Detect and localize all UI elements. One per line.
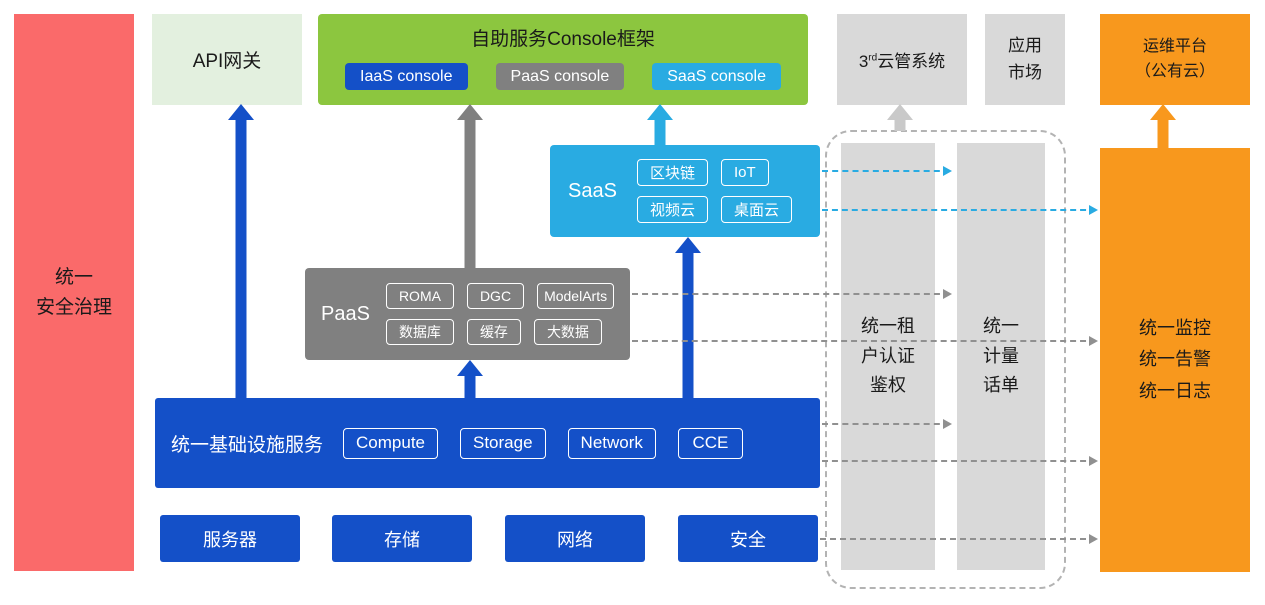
arrow-shaft: [464, 118, 476, 268]
connector-hardware-to-ops: [820, 534, 1098, 544]
arrow-head-icon: [887, 104, 913, 120]
third-party-cms-sup: rd: [868, 52, 878, 64]
arrow-saas-to-console: [647, 104, 673, 145]
paas-service-chip-modelarts: ModelArts: [537, 283, 615, 309]
security-governance-label: 统一 安全治理: [35, 267, 112, 318]
hardware-label-security: 安全: [730, 529, 766, 550]
arrow-ops-to-om-platform: [1150, 104, 1176, 149]
console-chip-row: IaaS console PaaS console SaaS console: [345, 63, 781, 90]
hardware-box-server: 服务器: [160, 515, 300, 562]
paas-service-chip-roma: ROMA: [385, 283, 454, 309]
paas-service-chip-cache: 缓存: [466, 319, 521, 345]
api-gateway-label: API网关: [192, 51, 262, 72]
iaas-service-chip-network: Network: [567, 427, 656, 459]
tenant-auth-label: 统一租 户认证 鉴权: [861, 315, 915, 396]
iaas-service-chip-compute: Compute: [343, 427, 438, 459]
third-party-cms-box: 3rd云管系统: [837, 14, 967, 105]
saas-box: SaaS 区块链 IoT 视频云 桌面云: [550, 145, 820, 237]
paas-service-chip-dgc: DGC: [466, 283, 525, 309]
ops-monitoring-label: 统一监控 统一告警 统一日志: [1139, 317, 1211, 401]
iaas-box: 统一基础设施服务 Compute Storage Network CCE: [155, 398, 820, 488]
arrow-shaft: [464, 374, 476, 398]
shared-services-container: [825, 130, 1066, 589]
hardware-box-security: 安全: [678, 515, 818, 562]
third-party-cms-rest: 云管系统: [877, 52, 946, 71]
arrow-shaft: [654, 118, 666, 145]
om-platform-label: 运维平台 （公有云）: [1134, 37, 1215, 80]
arrow-shaft: [682, 251, 694, 398]
arrow-head-icon: [457, 104, 483, 120]
metering-label: 统一 计量 话单: [983, 315, 1019, 396]
iaas-label: 统一基础设施服务: [171, 434, 324, 456]
iaas-service-row: Compute Storage Network CCE: [343, 427, 743, 459]
third-party-cms-num: 3: [858, 52, 869, 71]
app-market-label: 应用 市场: [1008, 36, 1042, 82]
ops-monitoring-rail: 统一监控 统一告警 统一日志: [1100, 148, 1250, 572]
arrow-head-icon: [675, 237, 701, 253]
arrow-iaas-to-api-gateway: [228, 104, 254, 398]
hardware-box-network: 网络: [505, 515, 645, 562]
paas-service-row: ROMA DGC ModelArts: [385, 283, 615, 309]
saas-service-row: 区块链 IoT: [636, 159, 792, 186]
arrow-head-icon: [1150, 104, 1176, 120]
saas-service-chip-video: 视频云: [636, 196, 708, 223]
arrow-shaft: [1157, 118, 1169, 149]
arrow-head-icon: [647, 104, 673, 120]
arrow-iaas-to-paas: [457, 360, 483, 398]
saas-console-chip: SaaS console: [652, 63, 781, 90]
connector-iaas-to-auth: [822, 419, 952, 429]
hardware-label-server: 服务器: [203, 529, 257, 550]
saas-service-chip-iot: IoT: [720, 159, 769, 186]
paas-service-row: 数据库 缓存 大数据: [385, 319, 614, 345]
app-market-box: 应用 市场: [985, 14, 1065, 105]
tenant-auth-bar: 统一租 户认证 鉴权: [841, 143, 935, 570]
third-party-cms-label: 3rd云管系统: [859, 47, 945, 72]
paas-service-chip-database: 数据库: [385, 319, 454, 345]
paas-console-chip: PaaS console: [495, 63, 625, 90]
iaas-console-chip: IaaS console: [345, 63, 468, 90]
connector-saas-to-ops: [822, 205, 1098, 215]
saas-label: SaaS: [568, 179, 617, 202]
connector-paas-to-auth: [632, 289, 952, 299]
arrow-shared-to-3rd-cms: [887, 104, 913, 131]
hardware-label-network: 网络: [557, 529, 593, 550]
console-framework-title: 自助服务Console框架: [471, 29, 655, 50]
saas-service-grid: 区块链 IoT 视频云 桌面云: [636, 159, 792, 223]
arrow-iaas-to-saas: [675, 237, 701, 398]
paas-box: PaaS ROMA DGC ModelArts 数据库 缓存 大数据: [305, 268, 630, 360]
iaas-service-chip-cce: CCE: [677, 427, 743, 459]
saas-service-chip-desktop: 桌面云: [720, 196, 792, 223]
connector-paas-to-ops: [632, 336, 1098, 346]
connector-saas-to-auth: [822, 166, 952, 176]
paas-service-grid: ROMA DGC ModelArts 数据库 缓存 大数据: [385, 283, 615, 345]
security-governance-rail: 统一 安全治理: [14, 14, 134, 571]
paas-label: PaaS: [321, 302, 370, 325]
arrow-shaft: [235, 118, 247, 398]
arrow-head-icon: [457, 360, 483, 376]
arrow-head-icon: [228, 104, 254, 120]
paas-service-chip-bigdata: 大数据: [533, 319, 602, 345]
api-gateway-box: API网关: [152, 14, 302, 105]
arrow-shaft: [894, 118, 906, 131]
saas-service-row: 视频云 桌面云: [636, 196, 792, 223]
iaas-service-chip-storage: Storage: [460, 427, 546, 459]
hardware-box-storage: 存储: [332, 515, 472, 562]
hardware-label-storage: 存储: [384, 529, 420, 550]
connector-iaas-to-ops: [822, 456, 1098, 466]
metering-bar: 统一 计量 话单: [957, 143, 1045, 570]
console-framework-box: 自助服务Console框架 IaaS console PaaS console …: [318, 14, 808, 105]
arrow-paas-to-console: [457, 104, 483, 268]
om-platform-box: 运维平台 （公有云）: [1100, 14, 1250, 105]
saas-service-chip-blockchain: 区块链: [636, 159, 708, 186]
